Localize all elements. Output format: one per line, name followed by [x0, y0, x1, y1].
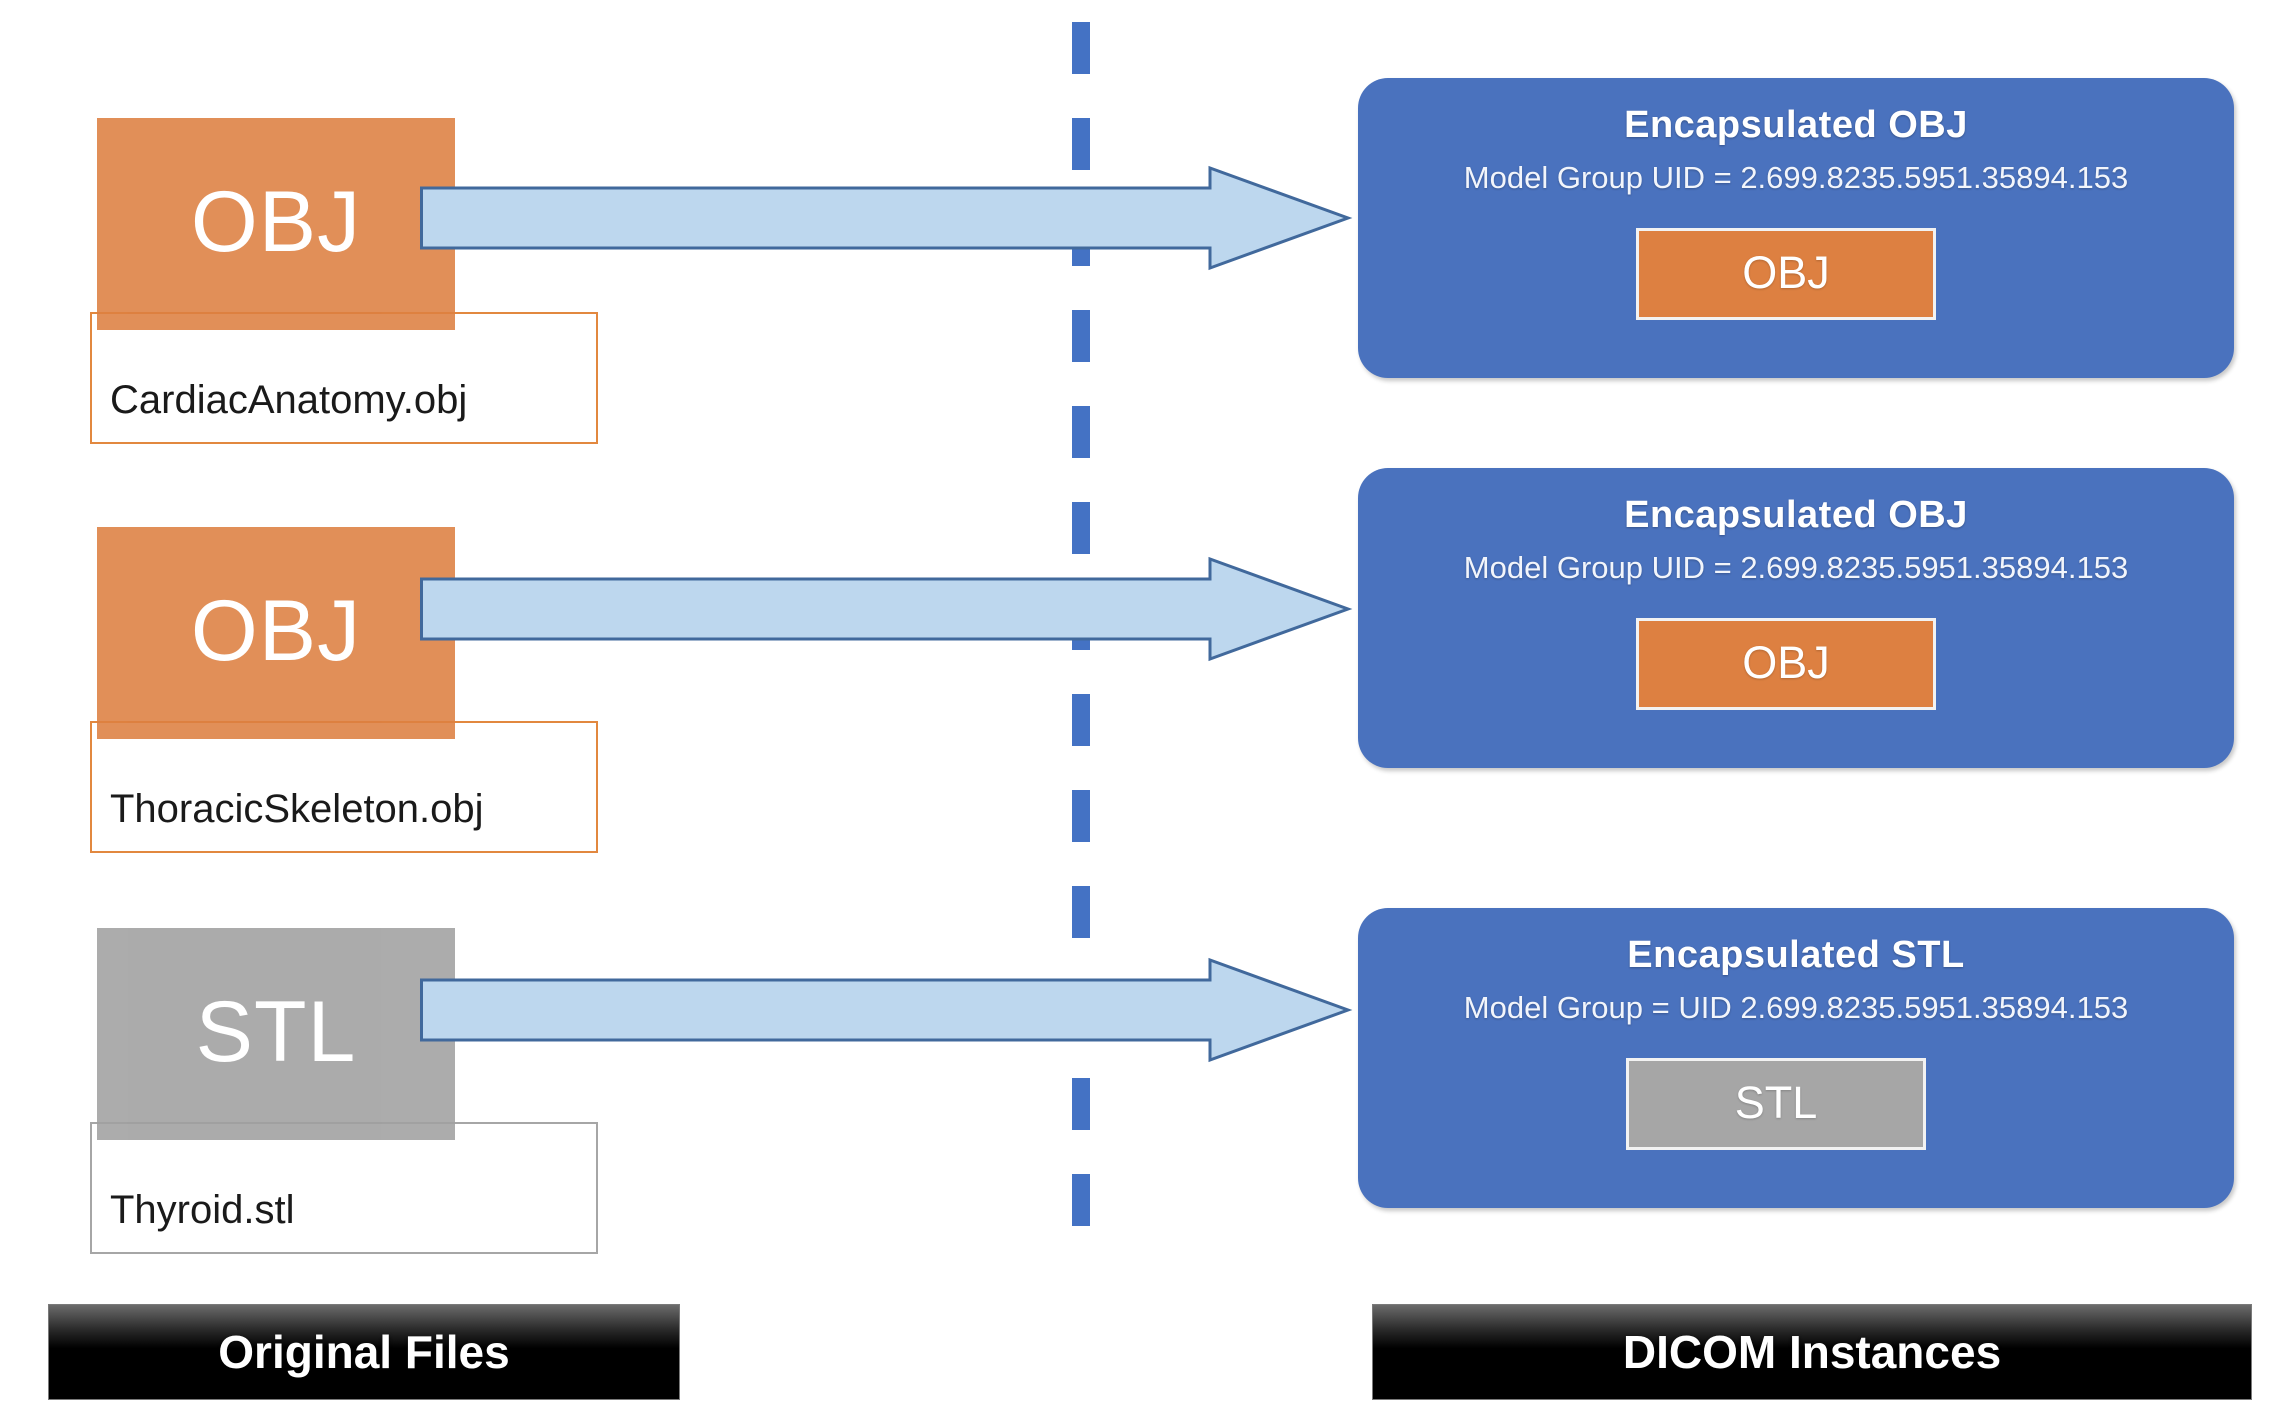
- dicom-card-title-2: Encapsulated OBJ: [1624, 494, 1968, 536]
- dicom-payload-chip-obj-1: OBJ: [1636, 228, 1936, 320]
- legend-bar-original-files: Original Files: [48, 1304, 680, 1400]
- file-label-box-2: ThoracicSkeleton.obj: [90, 721, 598, 853]
- legend-bar-dicom-instances: DICOM Instances: [1372, 1304, 2252, 1400]
- file-label-box-1: CardiacAnatomy.obj: [90, 312, 598, 444]
- conversion-arrow-1: [420, 165, 1353, 271]
- file-name-2: ThoracicSkeleton.obj: [110, 787, 484, 831]
- file-label-box-3: Thyroid.stl: [90, 1122, 598, 1254]
- conversion-arrow-3: [420, 957, 1353, 1063]
- legend-label-original-files: Original Files: [218, 1326, 510, 1378]
- source-file-tile-stl-3: STL: [97, 928, 455, 1140]
- dicom-instance-card-2: Encapsulated OBJ Model Group UID = 2.699…: [1358, 468, 2234, 768]
- dicom-payload-chip-stl-3: STL: [1626, 1058, 1926, 1150]
- source-file-tile-label-2: OBJ: [190, 583, 362, 679]
- dicom-card-uid-3: Model Group = UID 2.699.8235.5951.35894.…: [1463, 990, 2129, 1025]
- dicom-card-title-3: Encapsulated STL: [1627, 934, 1965, 976]
- source-file-tile-label-3: STL: [195, 984, 357, 1080]
- dicom-instance-card-1: Encapsulated OBJ Model Group UID = 2.699…: [1358, 78, 2234, 378]
- dicom-instance-card-3: Encapsulated STL Model Group = UID 2.699…: [1358, 908, 2234, 1208]
- dicom-payload-chip-label-1: OBJ: [1742, 246, 1830, 298]
- dicom-card-uid-2: Model Group UID = 2.699.8235.5951.35894.…: [1463, 550, 2129, 585]
- source-file-tile-obj-2: OBJ: [97, 527, 455, 739]
- source-file-tile-obj-1: OBJ: [97, 118, 455, 330]
- dicom-card-uid-1: Model Group UID = 2.699.8235.5951.35894.…: [1463, 160, 2129, 195]
- file-name-1: CardiacAnatomy.obj: [110, 378, 468, 422]
- dicom-payload-chip-label-2: OBJ: [1742, 636, 1830, 688]
- dicom-payload-chip-label-3: STL: [1734, 1076, 1818, 1128]
- conversion-arrow-2: [420, 556, 1353, 662]
- file-name-3: Thyroid.stl: [110, 1188, 295, 1232]
- source-file-tile-label-1: OBJ: [190, 174, 362, 270]
- dicom-payload-chip-obj-2: OBJ: [1636, 618, 1936, 710]
- dicom-card-title-1: Encapsulated OBJ: [1624, 104, 1968, 146]
- legend-label-dicom-instances: DICOM Instances: [1622, 1326, 2002, 1378]
